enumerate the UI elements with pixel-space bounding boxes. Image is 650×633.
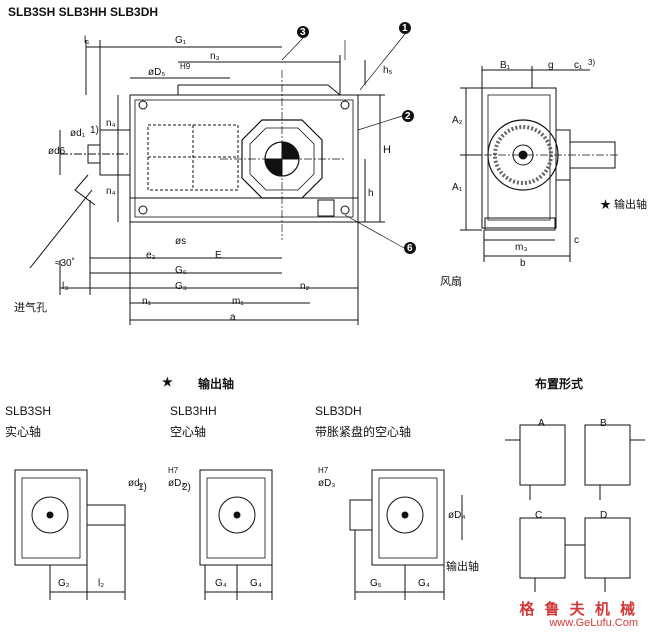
dim-a1: A₁ bbox=[452, 182, 463, 193]
layout-label-d: D bbox=[600, 510, 608, 521]
variant-view-dh bbox=[349, 469, 463, 600]
variant-code-hh: SLB3HH bbox=[170, 404, 217, 418]
dim-n4-top: n₄ bbox=[106, 118, 116, 129]
dim-m3: m₃ bbox=[515, 242, 528, 253]
dim-d3: øD₃ bbox=[318, 478, 336, 489]
output-section-title: 输出轴 bbox=[198, 377, 235, 391]
dim-d5-tol: H9 bbox=[180, 62, 191, 71]
callout-circle-2 bbox=[402, 110, 414, 122]
variant-view-sh bbox=[14, 469, 126, 600]
variant-code-dh: SLB3DH bbox=[315, 404, 362, 418]
dim-g4-a: G₄ bbox=[215, 578, 227, 589]
dim-c1-note: 3) bbox=[588, 58, 596, 67]
callout-3: 3 bbox=[300, 27, 306, 38]
dim-d2-hollow-note: 2) bbox=[182, 482, 191, 493]
dim-h5: h₅ bbox=[383, 65, 393, 76]
gearbox-front-housing bbox=[129, 94, 359, 223]
dim-b: b bbox=[520, 258, 526, 269]
dim-a: a bbox=[230, 312, 236, 323]
dim-d1-note: 1) bbox=[90, 125, 99, 136]
dim-n2: n₂ bbox=[300, 281, 310, 292]
dim-d4: øD₄ bbox=[448, 510, 466, 521]
dim-d2-hollow: øD₂ bbox=[168, 478, 186, 489]
dim-n3: n₃ bbox=[210, 51, 220, 62]
layout-label-c: C bbox=[535, 510, 543, 521]
star-icon: ★ bbox=[162, 375, 173, 389]
dim-g1: G₁ bbox=[175, 35, 187, 46]
dim-l2: l₂ bbox=[98, 578, 105, 589]
dim-c1: c₁ bbox=[574, 60, 583, 71]
callout-circle-6 bbox=[404, 242, 416, 254]
callout-2: 2 bbox=[405, 111, 411, 122]
dim-g4-b: G₄ bbox=[250, 578, 262, 589]
dim-d2: ød₂ bbox=[128, 478, 144, 489]
dim-l3: l₃ bbox=[62, 281, 69, 292]
dim-h-upper: H bbox=[383, 144, 391, 156]
dim-d2-note: 1) bbox=[138, 482, 147, 493]
variant-view-hh bbox=[199, 469, 273, 600]
watermark-logo: 格 鲁 夫 机 械 bbox=[519, 601, 638, 618]
dim-d5: øD₅ bbox=[148, 67, 166, 78]
gearbox-side-housing bbox=[481, 87, 557, 229]
dim-g: g bbox=[548, 60, 554, 71]
inlet-label: 进气孔 bbox=[14, 302, 47, 314]
dim-g2: G₂ bbox=[58, 578, 70, 589]
layout-a bbox=[505, 424, 566, 500]
dim-a2: A₂ bbox=[452, 115, 463, 126]
dim-g4-c: G₄ bbox=[418, 578, 430, 589]
callout-circle-3 bbox=[297, 26, 309, 38]
variant-desc-sh: 实心轴 bbox=[5, 425, 42, 439]
watermark-url: www.GeLufu.Com bbox=[549, 617, 638, 629]
dim-d6: ød6 bbox=[48, 146, 66, 157]
callout-1: 1 bbox=[402, 23, 408, 34]
dim-m1: m₁ bbox=[232, 296, 244, 307]
dim-l1: l₁ bbox=[84, 35, 90, 46]
variant-code-sh: SLB3SH bbox=[5, 404, 52, 418]
dim-d1: ød₁ bbox=[70, 128, 86, 139]
layout-label-a: A bbox=[538, 418, 545, 429]
dim-e3: e₃ bbox=[146, 250, 156, 261]
dim-h: h bbox=[368, 188, 374, 199]
output-label-dh: 输出轴 bbox=[446, 561, 479, 573]
dim-n1: n₁ bbox=[142, 296, 151, 307]
dim-s: øs bbox=[175, 236, 187, 247]
dim-n4-bot: n₄ bbox=[106, 186, 116, 197]
output-shaft-label: ★ 输出轴 bbox=[600, 199, 648, 211]
dim-d3-tol: H7 bbox=[318, 466, 329, 475]
dim-e: E bbox=[215, 250, 222, 261]
fan-label: 风扇 bbox=[440, 276, 462, 288]
layout-c bbox=[519, 517, 578, 592]
page-title: SLB3SH SLB3HH SLB3DH bbox=[8, 5, 159, 19]
variant-desc-hh: 空心轴 bbox=[170, 425, 207, 439]
dim-c: c bbox=[574, 235, 579, 246]
layout-b bbox=[584, 424, 645, 500]
dim-g5: G₅ bbox=[370, 578, 382, 589]
dim-b1: B₁ bbox=[500, 60, 511, 71]
callout-6: 6 bbox=[407, 243, 413, 254]
dim-angle: ≈30˚ bbox=[55, 258, 75, 269]
dim-g3: G₃ bbox=[175, 281, 187, 292]
variant-desc-dh: 带胀紧盘的空心轴 bbox=[315, 425, 412, 439]
layout-d bbox=[572, 517, 631, 592]
dim-g6: G₆ bbox=[175, 265, 187, 276]
layout-label-b: B bbox=[600, 418, 607, 429]
callout-circle-1 bbox=[399, 22, 411, 34]
layout-section-title: 布置形式 bbox=[535, 377, 584, 391]
dim-d2-tol: H7 bbox=[168, 466, 179, 475]
